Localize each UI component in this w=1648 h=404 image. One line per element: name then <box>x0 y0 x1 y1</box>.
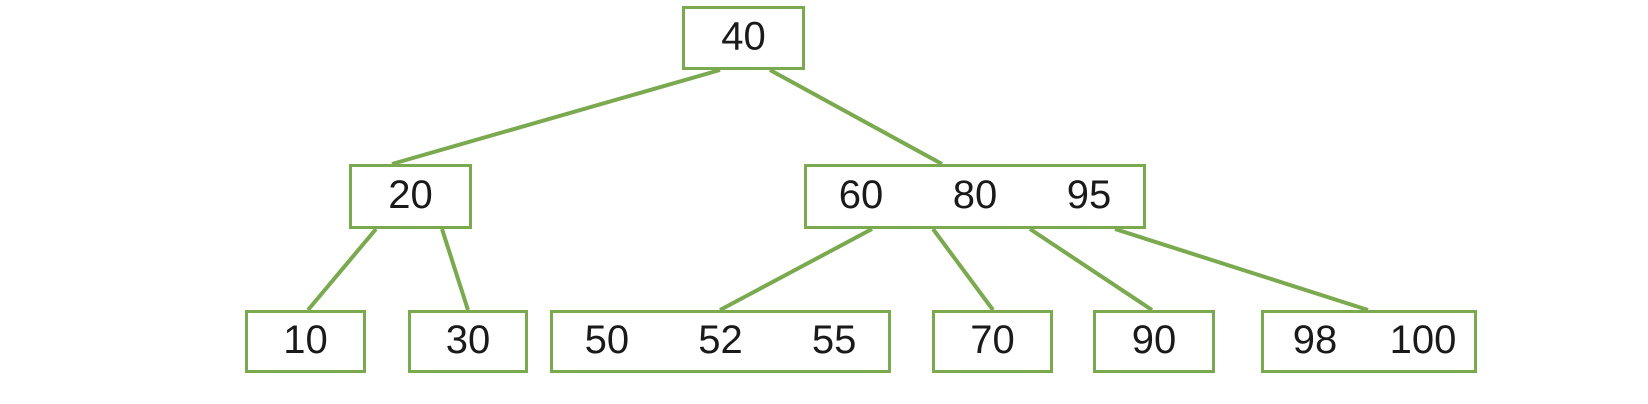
node-20-key-20: 20 <box>388 173 433 217</box>
node-60-80-95[interactable]: 60 80 95 <box>804 164 1146 229</box>
leaf-10-key-10: 10 <box>283 318 328 362</box>
leaf-90[interactable]: 90 <box>1093 310 1215 373</box>
leaf-90-box <box>1093 310 1215 373</box>
node-20-box <box>349 164 472 229</box>
leaf-50-52-55[interactable]: 50 52 55 <box>550 310 891 373</box>
edge-20-to-30 <box>440 228 470 311</box>
leaf-98-100-box <box>1261 310 1477 373</box>
leaf-70-box <box>932 310 1053 373</box>
node-60-80-95-box <box>804 164 1146 229</box>
node-60-80-95-key-60: 60 <box>839 173 884 217</box>
edge-60-to-98 <box>1114 227 1369 312</box>
edge-root-to-20 <box>391 68 721 166</box>
leaf-50-52-55-key-55: 55 <box>812 318 857 362</box>
edge-root-to-60 <box>769 68 943 166</box>
leaf-98-100-key-98: 98 <box>1293 318 1338 362</box>
leaf-98-100[interactable]: 98 100 <box>1261 310 1477 373</box>
leaf-10-box <box>245 310 366 373</box>
leaf-30-box <box>408 310 528 373</box>
leaf-90-key-90: 90 <box>1132 318 1177 362</box>
node-root-40-box <box>682 6 805 70</box>
leaf-10[interactable]: 10 <box>245 310 366 373</box>
edge-20-to-10 <box>306 227 378 312</box>
leaf-50-52-55-box <box>550 310 891 373</box>
edges-layer <box>306 68 1369 312</box>
leaf-30[interactable]: 30 <box>408 310 528 373</box>
leaf-50-52-55-key-52: 52 <box>698 318 743 362</box>
edge-60-to-50 <box>719 227 873 312</box>
node-60-80-95-key-95: 95 <box>1067 173 1112 217</box>
leaf-30-key-30: 30 <box>446 318 491 362</box>
nodes-layer: 40 20 60 80 95 10 30 50 52 55 70 90 98 100 <box>245 6 1477 373</box>
leaf-70[interactable]: 70 <box>932 310 1053 373</box>
node-root-40[interactable]: 40 <box>682 6 805 70</box>
node-20[interactable]: 20 <box>349 164 472 229</box>
node-60-80-95-key-80: 80 <box>953 173 998 217</box>
leaf-98-100-key-100: 100 <box>1390 318 1457 362</box>
leaf-70-key-70: 70 <box>970 318 1015 362</box>
node-root-40-key-40: 40 <box>721 15 766 59</box>
edge-60-to-90 <box>1028 227 1154 312</box>
leaf-50-52-55-key-50: 50 <box>585 318 630 362</box>
edge-60-to-70 <box>931 227 995 312</box>
